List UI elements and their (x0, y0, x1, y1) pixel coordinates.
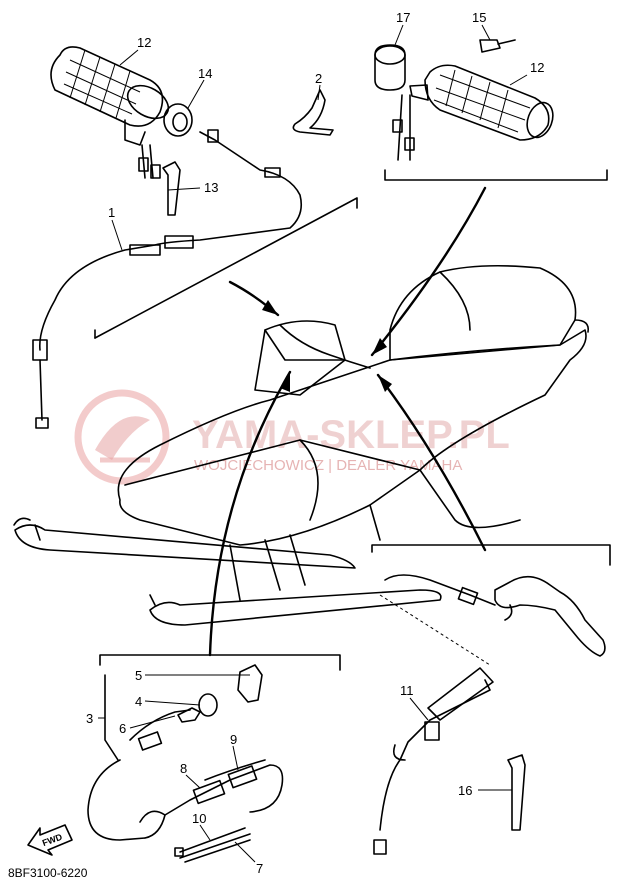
callout-2: 2 (315, 71, 322, 86)
grip-left-assembly (50, 46, 170, 179)
callout-16: 16 (458, 783, 472, 798)
callout-4: 4 (135, 694, 142, 709)
part-16-band (507, 754, 526, 831)
callout-1: 1 (108, 205, 115, 220)
callout-15: 15 (472, 10, 486, 25)
callout-14: 14 (198, 66, 212, 81)
part-13-band (162, 161, 181, 216)
callout-8: 8 (180, 761, 187, 776)
part-14-collar (163, 103, 193, 137)
callout-7: 7 (256, 861, 263, 876)
switch-harness-assembly (87, 664, 284, 863)
inset-frames (94, 169, 611, 671)
watermark-tagline: WOJCIECHOWICZ | DEALER YAMAHA (194, 457, 462, 474)
callout-12-left: 12 (137, 35, 151, 50)
callout-5: 5 (135, 668, 142, 683)
callout-13: 13 (204, 180, 218, 195)
callout-10: 10 (192, 811, 206, 826)
watermark-brand: YAMA-SKLEP.PL (192, 413, 510, 457)
callout-6: 6 (119, 721, 126, 736)
callout-11: 11 (400, 683, 414, 698)
fwd-arrow: FWD (27, 824, 73, 856)
callout-17: 17 (396, 10, 410, 25)
brake-lever-assembly (379, 574, 606, 666)
callout-labels: 1 2 3 4 5 6 7 8 9 10 11 12 12 13 14 15 1… (86, 10, 544, 876)
callout-3: 3 (86, 711, 93, 726)
part-1-cable (32, 129, 303, 429)
part-2-clip (292, 89, 334, 136)
watermark-logo (74, 389, 170, 485)
grip-right-assembly (392, 64, 554, 161)
part-17-bushing (374, 44, 406, 91)
snowmobile-outline (13, 264, 590, 626)
watermark: YAMA-SKLEP.PL WOJCIECHOWICZ | DEALER YAM… (74, 389, 510, 485)
part-code: 8BF3100-6220 (8, 866, 88, 880)
leader-lines (98, 24, 528, 863)
pointer-arrows (208, 186, 487, 657)
part-15-screw (479, 39, 516, 53)
callout-12-right: 12 (530, 60, 544, 75)
callout-9: 9 (230, 732, 237, 747)
part-11-cable (373, 667, 494, 855)
